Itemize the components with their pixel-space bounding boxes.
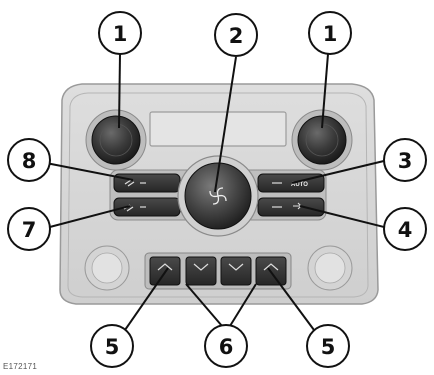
- callout-3: 3: [384, 139, 426, 181]
- left-vent: [85, 246, 129, 290]
- callout-4: 4: [384, 208, 426, 250]
- callout-1-left: 1: [99, 12, 141, 54]
- callout-6-number: 6: [219, 335, 234, 359]
- callout-1-right: 1: [309, 12, 351, 54]
- right-seat-cool-button[interactable]: [221, 257, 251, 285]
- left-seat-cool-button[interactable]: [186, 257, 216, 285]
- leader-1-left: [119, 54, 120, 128]
- callout-2: 2: [215, 14, 257, 56]
- callout-5-left-number: 5: [105, 335, 120, 359]
- callout-4-number: 4: [398, 218, 413, 242]
- figure-code: E172171: [3, 362, 37, 371]
- callout-8: 8: [8, 139, 50, 181]
- callout-3-number: 3: [398, 149, 413, 173]
- callout-1-right-number: 1: [323, 22, 338, 46]
- left-temperature-knob[interactable]: [86, 110, 146, 170]
- callout-5-right: 5: [307, 325, 349, 367]
- callout-7-number: 7: [22, 218, 37, 242]
- callout-1-left-number: 1: [113, 22, 128, 46]
- callout-5-left: 5: [91, 325, 133, 367]
- callout-6: 6: [205, 325, 247, 367]
- callout-8-number: 8: [22, 149, 37, 173]
- callout-5-right-number: 5: [321, 335, 336, 359]
- windscreen-heat-button[interactable]: [114, 174, 180, 192]
- callout-2-number: 2: [229, 24, 244, 48]
- right-vent: [308, 246, 352, 290]
- callout-7: 7: [8, 208, 50, 250]
- display-window: [150, 112, 286, 146]
- recirculation-button[interactable]: [258, 198, 324, 216]
